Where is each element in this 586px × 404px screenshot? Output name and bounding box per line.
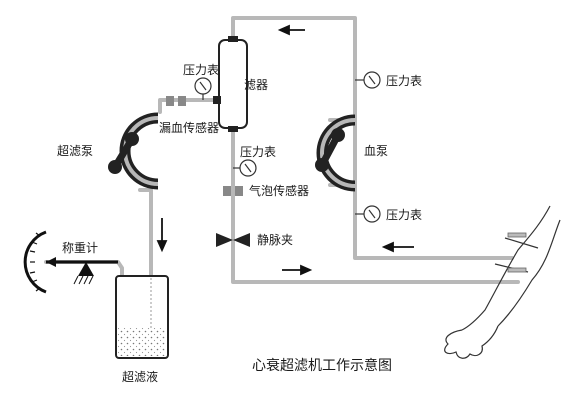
pressure-gauge-icon — [233, 159, 257, 177]
venous-clamp-icon — [216, 233, 250, 247]
bubble-sensor — [223, 186, 243, 196]
ultrafiltration-pump-label: 超滤泵 — [57, 144, 94, 158]
flow-arrow-icon — [156, 218, 168, 253]
filter — [213, 36, 248, 132]
flow-arrow-icon — [277, 24, 305, 36]
diagram-caption: 心衰超滤机工作示意图 — [252, 358, 392, 374]
pressure-gauge-label: 压力表 — [386, 74, 423, 88]
scale-label: 称重计 — [62, 241, 99, 255]
pressure-gauge-label: 压力表 — [240, 145, 277, 159]
scale-icon — [23, 230, 129, 294]
flow-arrow-icon — [282, 264, 313, 276]
pressure-gauge-icon — [355, 205, 381, 223]
pressure-gauge-label: 压力表 — [183, 63, 220, 77]
pressure-gauge-label: 压力表 — [386, 208, 423, 222]
pressure-gauge-icon — [355, 71, 381, 89]
filter-label: 滤器 — [244, 78, 269, 92]
patient-arm-icon — [444, 205, 561, 359]
bubble-sensor-label: 气泡传感器 — [249, 184, 310, 198]
ultrafiltration-pump-icon — [108, 112, 159, 190]
blood-leak-sensor-label: 漏血传感器 — [159, 121, 220, 135]
ultrafiltrate-bag — [115, 275, 169, 359]
blood-pump-label: 血泵 — [364, 144, 389, 158]
ultrafiltrate-label: 超滤液 — [122, 370, 159, 384]
flow-arrow-icon — [381, 241, 414, 253]
pressure-gauge-icon — [194, 77, 212, 100]
venous-clamp-label: 静脉夹 — [257, 233, 294, 247]
blood-leak-sensor — [166, 96, 186, 106]
blood-pump-icon — [315, 114, 356, 192]
